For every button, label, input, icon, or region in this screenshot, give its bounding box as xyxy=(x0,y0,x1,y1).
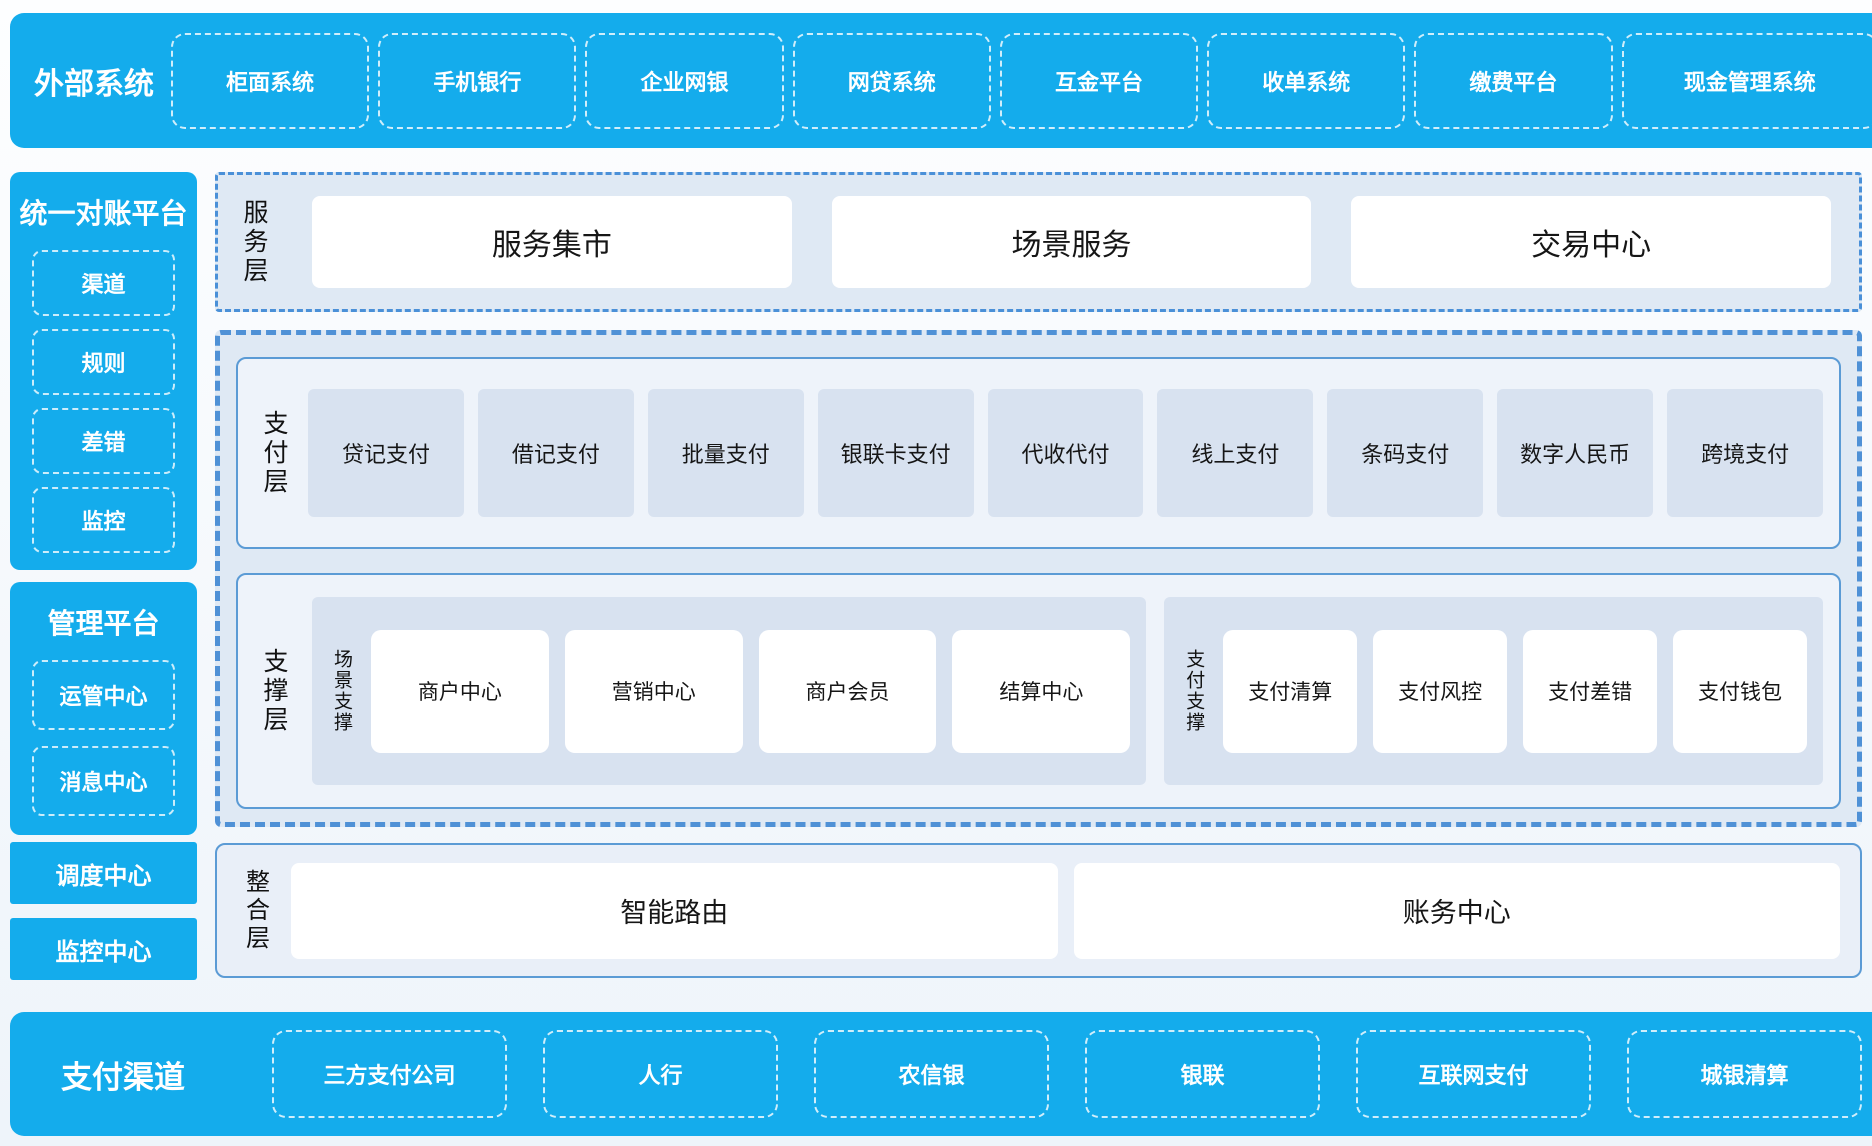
management-platform-title: 管理平台 xyxy=(47,608,160,639)
integration-layer: 整合层 智能路由 账务中心 xyxy=(215,843,1862,978)
reconciliation-item: 渠道 xyxy=(32,250,175,316)
external-system-item: 网贷系统 xyxy=(792,32,991,129)
external-system-item: 缴费平台 xyxy=(1414,32,1613,129)
reconciliation-items: 渠道 规则 差错 监控 xyxy=(10,246,197,570)
payment-support-label: 支付支撑 xyxy=(1183,649,1205,733)
integration-tile: 智能路由 xyxy=(291,862,1058,959)
management-items: 运管中心 消息中心 xyxy=(10,656,197,835)
payment-channel-item: 银联 xyxy=(1085,1030,1320,1118)
service-tile: 交易中心 xyxy=(1351,196,1832,288)
payment-layer-label: 支付层 xyxy=(260,409,288,497)
payment-support-group: 支付支撑 支付清算 支付风控 支付差错 支付钱包 xyxy=(1164,597,1823,785)
scene-support-tile: 营销中心 xyxy=(564,629,743,753)
payment-item: 代收代付 xyxy=(987,389,1144,517)
scene-support-group: 场景支撑 商户中心 营销中心 商户会员 结算中心 xyxy=(312,597,1147,785)
payment-channels-bar: 支付渠道 三方支付公司 人行 农信银 银联 互联网支付 城银清算 xyxy=(10,1012,1872,1136)
payment-support-tile: 支付差错 xyxy=(1523,629,1658,753)
payment-item: 跨境支付 xyxy=(1667,389,1824,517)
payment-item: 贷记支付 xyxy=(308,389,464,517)
payment-channel-item: 三方支付公司 xyxy=(272,1030,507,1118)
reconciliation-item: 监控 xyxy=(32,487,175,553)
payment-channel-item: 人行 xyxy=(543,1030,778,1118)
external-system-item: 互金平台 xyxy=(999,32,1199,129)
payment-support-tile: 支付风控 xyxy=(1373,629,1508,753)
payment-item: 线上支付 xyxy=(1157,389,1314,517)
core-layers-wrapper: 支付层 贷记支付 借记支付 批量支付 银联卡支付 代收代付 线上支付 条码支付 … xyxy=(215,330,1862,827)
support-layer-label: 支撑层 xyxy=(260,647,288,735)
external-system-item: 收单系统 xyxy=(1207,32,1406,129)
reconciliation-item: 规则 xyxy=(32,329,175,395)
dispatch-center-box: 调度中心 xyxy=(10,842,197,904)
service-tile: 服务集市 xyxy=(312,196,792,288)
support-layer: 支撑层 场景支撑 商户中心 营销中心 商户会员 结算中心 支付支撑 支付清算 支… xyxy=(236,573,1841,809)
external-system-item: 现金管理系统 xyxy=(1621,32,1872,129)
scene-support-tile: 结算中心 xyxy=(952,629,1131,753)
monitor-center-box: 监控中心 xyxy=(10,918,197,980)
payment-item: 借记支付 xyxy=(477,389,634,517)
service-layer-label: 服务层 xyxy=(240,198,268,286)
payment-layer: 支付层 贷记支付 借记支付 批量支付 银联卡支付 代收代付 线上支付 条码支付 … xyxy=(236,357,1841,549)
payment-channel-item: 互联网支付 xyxy=(1356,1030,1591,1118)
management-item: 消息中心 xyxy=(32,746,175,816)
management-platform-panel: 管理平台 运管中心 消息中心 xyxy=(10,582,197,835)
scene-support-label: 场景支撑 xyxy=(331,649,352,733)
reconciliation-item: 差错 xyxy=(32,408,175,474)
external-systems-title: 外部系统 xyxy=(34,67,154,101)
payment-item: 批量支付 xyxy=(647,389,804,517)
service-layer: 服务层 服务集市 场景服务 交易中心 xyxy=(215,172,1862,312)
payment-support-tile: 支付钱包 xyxy=(1673,629,1807,753)
external-systems-bar: 外部系统 柜面系统 手机银行 企业网银 网贷系统 互金平台 收单系统 缴费平台 … xyxy=(10,13,1872,148)
payment-support-tile: 支付清算 xyxy=(1223,629,1358,753)
payment-channel-item: 农信银 xyxy=(814,1030,1049,1118)
payment-channel-item: 城银清算 xyxy=(1627,1030,1862,1118)
service-tile: 场景服务 xyxy=(831,196,1312,288)
payment-item: 数字人民币 xyxy=(1497,389,1654,517)
external-system-item: 手机银行 xyxy=(378,32,577,129)
payment-channels-title: 支付渠道 xyxy=(61,1059,185,1095)
scene-support-tile: 商户会员 xyxy=(758,629,937,753)
integration-layer-label: 整合层 xyxy=(241,868,269,953)
reconciliation-platform-title: 统一对账平台 xyxy=(19,198,188,229)
reconciliation-platform-panel: 统一对账平台 渠道 规则 差错 监控 xyxy=(10,172,197,570)
payment-item: 条码支付 xyxy=(1327,389,1484,517)
payment-item: 银联卡支付 xyxy=(817,389,974,517)
management-item: 运管中心 xyxy=(32,660,175,730)
integration-tile: 账务中心 xyxy=(1073,862,1840,959)
external-system-item: 柜面系统 xyxy=(171,32,370,129)
scene-support-tile: 商户中心 xyxy=(371,629,549,753)
external-system-item: 企业网银 xyxy=(585,32,784,129)
